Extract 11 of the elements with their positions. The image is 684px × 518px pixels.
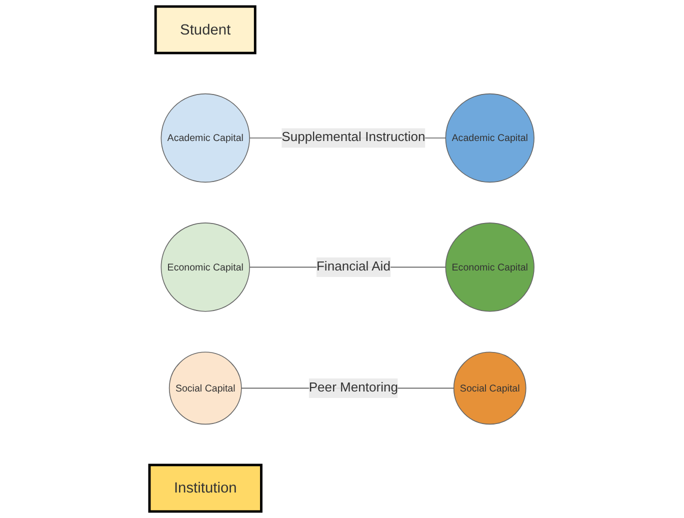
node-circle: Economic Capital [161,222,250,312]
node-box: Institution [148,464,263,513]
node-box: Student [154,5,257,54]
node-circle: Social Capital [169,352,242,425]
node-circle: Academic Capital [161,93,250,183]
edge-label: Peer Mentoring [309,380,398,395]
node-circle: Academic Capital [446,93,535,183]
node-circle: Social Capital [454,352,527,425]
node-circle: Economic Capital [446,222,535,312]
edge-label: Financial Aid [316,260,391,274]
edge-label: Supplemental Instruction [282,130,426,145]
